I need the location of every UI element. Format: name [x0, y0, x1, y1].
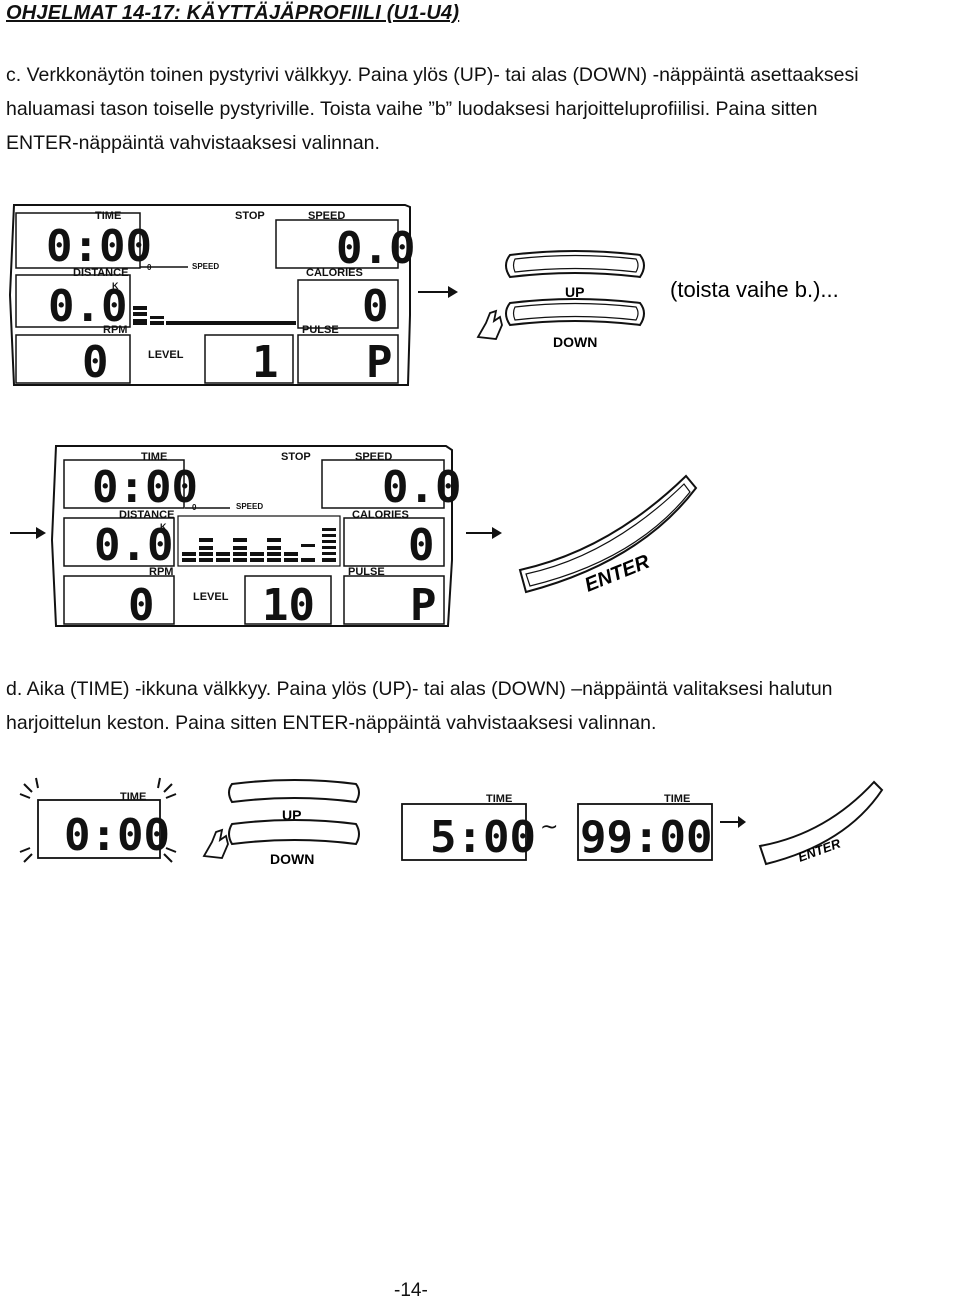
calories-label: CALORIES: [306, 267, 363, 279]
speed-label: SPEED: [355, 451, 392, 463]
time-value: 0:00: [92, 462, 198, 513]
time-value-min: 5:00: [430, 812, 536, 863]
step-d-line: harjoittelun keston. Paina sitten ENTER-…: [6, 712, 657, 734]
speed-value: 0.0: [336, 223, 415, 274]
time-window-min: [401, 803, 527, 861]
enter-key[interactable]: [758, 780, 884, 866]
profile-bars: [182, 528, 336, 562]
speed-value: 0.0: [382, 462, 461, 513]
range-separator: ~: [540, 815, 558, 840]
enter-key[interactable]: [518, 474, 698, 594]
level-value: 1: [252, 337, 279, 388]
time-label: TIME: [486, 793, 512, 805]
arrow-icon: [10, 527, 46, 539]
pointing-hand-icon: [476, 309, 503, 340]
rpm-label: RPM: [149, 566, 173, 578]
up-label: UP: [282, 807, 301, 823]
distance-value: 0.0: [94, 520, 173, 571]
distance-label: DISTANCE: [73, 267, 128, 279]
enter-label: ENTER: [582, 551, 654, 597]
up-label: UP: [565, 284, 584, 300]
down-key[interactable]: [228, 819, 360, 846]
time-label: TIME: [95, 210, 121, 222]
time-label: TIME: [141, 451, 167, 463]
pulse-value: P: [410, 580, 437, 631]
enter-label: ENTER: [796, 835, 843, 864]
time-label: TIME: [664, 793, 690, 805]
level-label: LEVEL: [193, 591, 229, 603]
level-label: LEVEL: [148, 349, 184, 361]
down-key[interactable]: [505, 298, 645, 327]
k-label: K: [112, 281, 119, 291]
down-label: DOWN: [553, 334, 597, 350]
profile-bars: [133, 306, 296, 325]
speed-scale-label: SPEED: [192, 262, 219, 271]
console-display-top: TIME STOP SPEED DISTANCE SPEED 0 CALORIE…: [8, 204, 415, 388]
step-c-line: c. Verkkonäytön toinen pystyrivi välkkyy…: [6, 64, 859, 86]
up-key[interactable]: [228, 779, 360, 804]
step-d-line: d. Aika (TIME) -ikkuna välkkyy. Paina yl…: [6, 678, 833, 700]
calories-value: 0: [362, 281, 389, 332]
console-display-bottom: TIME STOP SPEED DISTANCE SPEED 0 CALORIE…: [50, 445, 461, 631]
time-figure: TIME 0:00 UP DOWN TIME 5:00 ~ TIME 99:00…: [19, 777, 884, 867]
time-value: 0:00: [46, 221, 152, 272]
time-value-start: 0:00: [64, 810, 170, 861]
step-c-line: haluamasi tason toiselle pystyriville. T…: [6, 98, 818, 120]
rpm-value: 0: [82, 337, 109, 388]
bottom-figure: TIME STOP SPEED DISTANCE SPEED 0 CALORIE…: [10, 445, 698, 631]
up-key[interactable]: [505, 250, 645, 279]
page-heading: OHJELMAT 14-17: KÄYTTÄJÄPROFIILI (U1-U4): [6, 2, 460, 24]
time-value-max: 99:00: [580, 812, 712, 863]
speed-label: SPEED: [308, 210, 345, 222]
distance-label: DISTANCE: [119, 509, 174, 521]
pointing-hand-icon: [202, 828, 229, 859]
speed-scale-label: SPEED: [236, 502, 263, 511]
time-window-start: [37, 799, 161, 859]
blink-marks-icon: [19, 777, 177, 863]
calories-value: 0: [408, 520, 435, 571]
pulse-label: PULSE: [302, 324, 339, 336]
repeat-step-note: (toista vaihe b.)...: [670, 277, 839, 302]
stop-label: STOP: [235, 210, 265, 222]
k-label: K: [160, 522, 167, 532]
calories-label: CALORIES: [352, 509, 409, 521]
rpm-label: RPM: [103, 324, 127, 336]
step-c-line: ENTER-näppäintä vahvistaaksesi valinnan.: [6, 132, 380, 154]
down-label: DOWN: [270, 851, 314, 867]
level-value: 10: [262, 580, 315, 631]
top-figure: TIME STOP SPEED DISTANCE SPEED 0 CALORIE…: [8, 204, 839, 388]
arrow-icon: [466, 527, 502, 539]
arrow-icon: [418, 286, 458, 298]
time-window-max: [577, 803, 713, 861]
step-c-paragraph: c. Verkkonäytön toinen pystyrivi välkkyy…: [6, 58, 859, 160]
pulse-label: PULSE: [348, 566, 385, 578]
time-label: TIME: [120, 791, 146, 803]
distance-value: 0.0: [48, 281, 127, 332]
stop-label: STOP: [281, 451, 311, 463]
step-d-paragraph: d. Aika (TIME) -ikkuna välkkyy. Paina yl…: [6, 672, 833, 740]
pulse-value: P: [366, 337, 393, 388]
arrow-icon: [720, 816, 746, 828]
rpm-value: 0: [128, 580, 155, 631]
page-number: -14-: [394, 1280, 428, 1301]
